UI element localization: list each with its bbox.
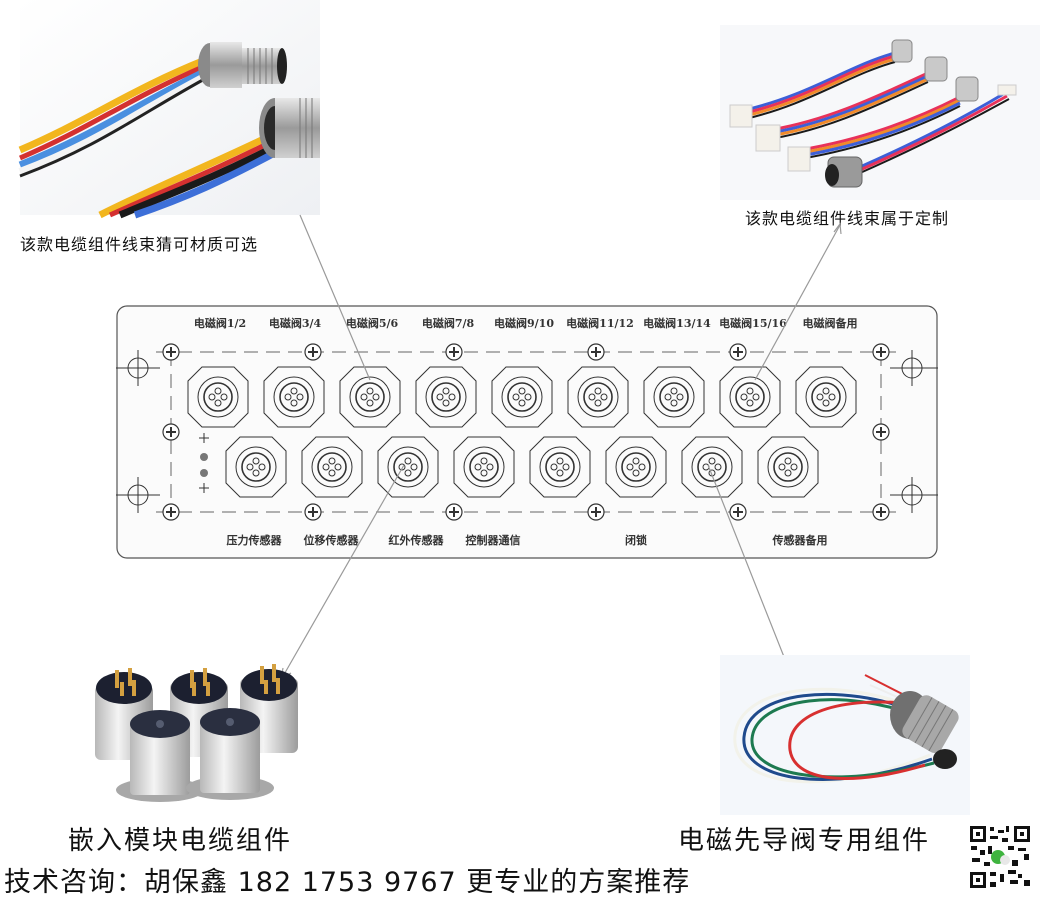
label-valve-5-6: 电磁阀5/6 — [345, 317, 399, 330]
caption-top-left: 该款电缆组件线束猜可材质可选 — [20, 235, 259, 254]
label-valve-spare: 电磁阀备用 — [802, 317, 858, 330]
label-controller-comm: 控制器通信 — [465, 534, 521, 547]
label-valve-9-10: 电磁阀9/10 — [494, 317, 554, 330]
label-sensor-spare: 传感器备用 — [772, 534, 828, 547]
label-valve-13-14: 电磁阀13/14 — [643, 317, 711, 330]
photo-cable-connectors — [10, 0, 320, 220]
solenoid-valve-cable-photo-icon — [720, 655, 970, 815]
embedded-connectors-photo-icon — [95, 664, 298, 802]
wechat-qr-code-icon — [968, 824, 1032, 890]
label-displacement-sensor: 位移传感器 — [303, 534, 359, 547]
label-infrared-sensor: 红外传感器 — [388, 534, 444, 547]
caption-top-right: 该款电缆组件线束属于定制 — [745, 209, 950, 228]
connector-panel-drawing: 电磁阀1/2 电磁阀3/4 电磁阀5/6 电磁阀7/8 电磁阀9/10 电磁阀1… — [116, 305, 938, 559]
label-pressure-sensor: 压力传感器 — [226, 534, 282, 547]
connector-panel-icon — [116, 305, 938, 559]
wire-harness-photo-icon — [720, 25, 1040, 200]
photo-embedded-connectors — [80, 660, 300, 815]
label-valve-15-16: 电磁阀15/16 — [719, 317, 787, 330]
label-lock: 闭锁 — [625, 534, 647, 547]
label-valve-7-8: 电磁阀7/8 — [421, 317, 475, 330]
label-valve-11-12: 电磁阀11/12 — [566, 317, 634, 330]
photo-wire-harness — [720, 25, 1040, 200]
caption-bottom-right: 电磁先导阀专用组件 — [678, 826, 931, 856]
caption-bottom-left: 嵌入模块电缆组件 — [68, 826, 293, 856]
cable-connector-photo-icon — [18, 0, 320, 219]
label-valve-1-2: 电磁阀1/2 — [193, 317, 247, 330]
label-valve-3-4: 电磁阀3/4 — [268, 317, 322, 330]
contact-line: 技术咨询：胡保鑫 182 1753 9767 更专业的方案推荐 — [4, 867, 691, 898]
photo-solenoid-cable — [720, 655, 970, 815]
